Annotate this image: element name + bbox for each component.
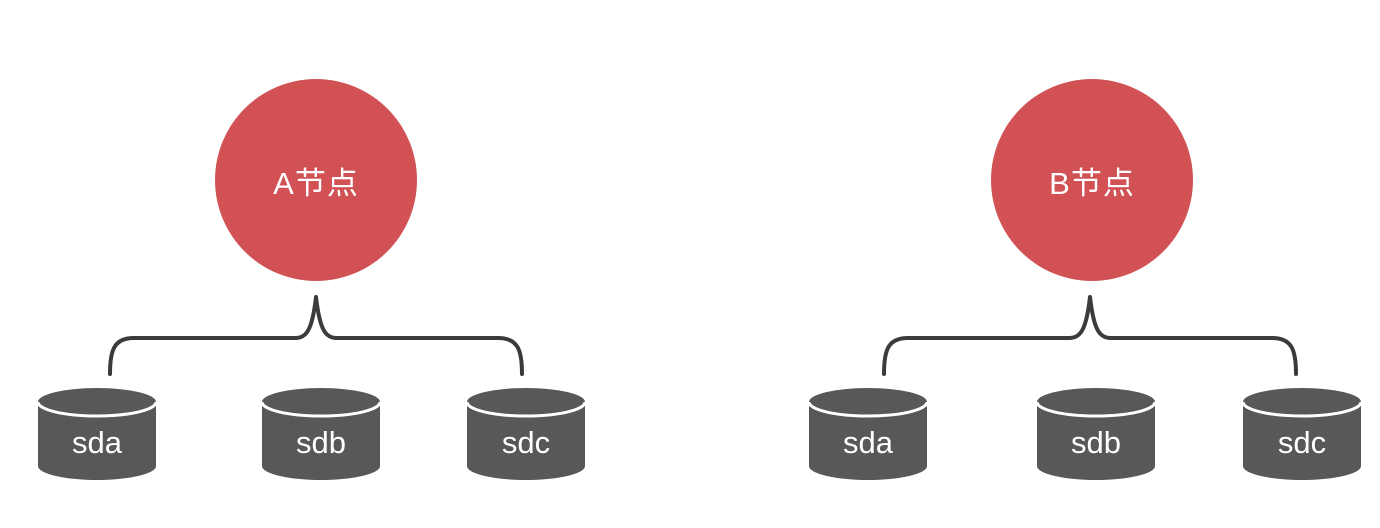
brace-connector-a: [108, 295, 524, 376]
database-cylinder-icon: [465, 388, 587, 480]
disk-b-sdc: sdc: [1240, 386, 1364, 482]
brace-connector-b: [882, 295, 1298, 376]
disk-label: sdc: [1277, 425, 1327, 460]
curly-brace-icon: [108, 295, 524, 376]
disk-b-sdb: sdb: [1034, 386, 1158, 482]
node-a-circle: A节点: [215, 79, 417, 281]
disk-a-sdb: sdb: [259, 386, 383, 482]
disk-label: sda: [843, 425, 893, 460]
curly-brace-icon: [882, 295, 1298, 376]
disk-label: sda: [72, 425, 122, 460]
node-a-label: A节点: [273, 165, 359, 201]
disk-b-sda: sda: [806, 386, 930, 482]
disk-a-sdc: sdc: [464, 386, 588, 482]
node-b-label: B节点: [1049, 165, 1135, 201]
database-cylinder-icon: [1241, 388, 1363, 480]
node-b-circle: B节点: [991, 79, 1193, 281]
disk-a-sda: sda: [35, 386, 159, 482]
database-cylinder-icon: [1035, 388, 1157, 480]
database-cylinder-icon: [807, 388, 929, 480]
disk-label: sdb: [296, 425, 346, 460]
database-cylinder-icon: [260, 388, 382, 480]
disk-label: sdc: [501, 425, 551, 460]
database-cylinder-icon: [36, 388, 158, 480]
disk-label: sdb: [1071, 425, 1121, 460]
